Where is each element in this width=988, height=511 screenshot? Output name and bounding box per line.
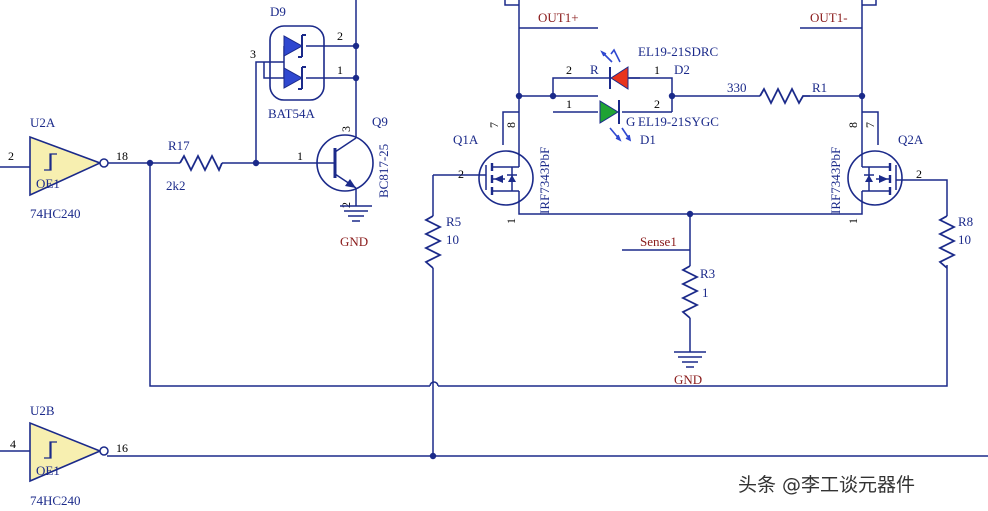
q1a-pin-d2: 8	[504, 122, 518, 128]
mosfet-q2a[interactable]: Q2A IRF7343PbF 2 8 7 1	[828, 122, 924, 224]
light-emission-icon	[600, 48, 621, 63]
q9-value: BC817-25	[376, 144, 391, 198]
net-out1-plus: OUT1+	[538, 10, 579, 25]
schmitt-icon	[44, 441, 57, 459]
q2a-value: IRF7343PbF	[828, 147, 843, 214]
watermark-text: 头条 @李工谈元器件	[738, 474, 915, 496]
d9-pin-b: 2	[337, 29, 343, 43]
net-out1-minus: OUT1-	[810, 10, 848, 25]
net-labels: OUT1+ OUT1- Sense1	[538, 10, 848, 249]
r5-ref: R5	[446, 214, 461, 229]
led-d2[interactable]: R 2 1 D2 EL19-21SDRC	[566, 44, 718, 90]
q9-pin-b: 1	[297, 149, 303, 163]
resistor-r3[interactable]: R3 1	[680, 265, 715, 319]
u2b-value: 74HC240	[30, 493, 81, 508]
q1a-pin-g: 2	[458, 167, 464, 181]
u2b-ref: U2B	[30, 403, 55, 418]
wires	[0, 0, 988, 457]
transistor-q9[interactable]: Q9 BC817-25 1 3 2	[297, 114, 391, 208]
r1-value: 330	[727, 80, 747, 95]
r5-value: 10	[446, 232, 459, 247]
d1-ref: D1	[640, 132, 656, 147]
d9-pin-a: 3	[250, 47, 256, 61]
d2-ref: D2	[674, 62, 690, 77]
resistor-r8[interactable]: R8 10	[937, 214, 973, 269]
light-emission-icon	[609, 127, 632, 142]
net-sense1: Sense1	[640, 234, 677, 249]
gnd-symbol-q9: GND	[340, 205, 372, 249]
gnd-symbol-r3: GND	[674, 351, 706, 387]
d1-pin-r: 2	[654, 97, 660, 111]
mosfet-q1a[interactable]: Q1A IRF7343PbF 2 7 8 1	[453, 122, 552, 224]
d2-pin-l: 2	[566, 63, 572, 77]
buffer-u2a[interactable]: OE1 U2A 74HC240 2 18	[8, 115, 128, 221]
q9-ref: Q9	[372, 114, 388, 129]
r8-value: 10	[958, 232, 971, 247]
r3-ref: R3	[700, 266, 715, 281]
q2a-pin-s: 1	[846, 218, 860, 224]
r8-ref: R8	[958, 214, 973, 229]
u2a-pin-in: 2	[8, 149, 14, 163]
r3-value: 1	[702, 285, 709, 300]
r17-value: 2k2	[166, 178, 186, 193]
u2b-oe: OE1	[36, 463, 60, 478]
resistor-r5[interactable]: R5 10	[423, 214, 461, 269]
d2-pin-r: 1	[654, 63, 660, 77]
d1-pin-l: 1	[566, 97, 572, 111]
u2b-pin-out: 16	[116, 441, 128, 455]
q1a-pin-s: 1	[504, 218, 518, 224]
q2a-ref: Q2A	[898, 132, 924, 147]
d9-ref: D9	[270, 4, 286, 19]
top-connector-stubs	[504, 0, 877, 6]
u2a-value: 74HC240	[30, 206, 81, 221]
q2a-pin-d2: 7	[863, 122, 877, 128]
d9-pin-c: 1	[337, 63, 343, 77]
u2a-ref: U2A	[30, 115, 56, 130]
gnd-label-2: GND	[674, 372, 702, 387]
d9-value: BAT54A	[268, 106, 316, 121]
q2a-pin-g: 2	[916, 167, 922, 181]
u2a-pin-out: 18	[116, 149, 128, 163]
q1a-pin-d1: 7	[487, 122, 501, 128]
d1-letter: G	[626, 114, 635, 129]
u2a-oe: OE1	[36, 176, 60, 191]
buffer-u2b[interactable]: OE1 U2B 74HC240 4 16	[10, 403, 128, 508]
led-d1[interactable]: G 1 2 D1 EL19-21SYGC	[566, 97, 719, 147]
gnd-label-1: GND	[340, 234, 368, 249]
q1a-ref: Q1A	[453, 132, 479, 147]
r17-ref: R17	[168, 138, 190, 153]
diode-d9[interactable]: D9 BAT54A 3 2 1	[250, 4, 343, 121]
q2a-pin-d1: 8	[846, 122, 860, 128]
q9-pin-c: 3	[339, 126, 353, 132]
resistor-r17[interactable]: R17 2k2	[166, 138, 223, 193]
junction-dots	[146, 42, 866, 460]
d2-letter: R	[590, 62, 599, 77]
schmitt-icon	[44, 153, 57, 171]
d1-value: EL19-21SYGC	[638, 114, 719, 129]
r1-ref: R1	[812, 80, 827, 95]
d2-value: EL19-21SDRC	[638, 44, 718, 59]
q1a-value: IRF7343PbF	[537, 147, 552, 214]
resistor-r1[interactable]: R1 330	[727, 80, 827, 106]
u2b-pin-in: 4	[10, 437, 16, 451]
q9-pin-e: 2	[339, 202, 353, 208]
